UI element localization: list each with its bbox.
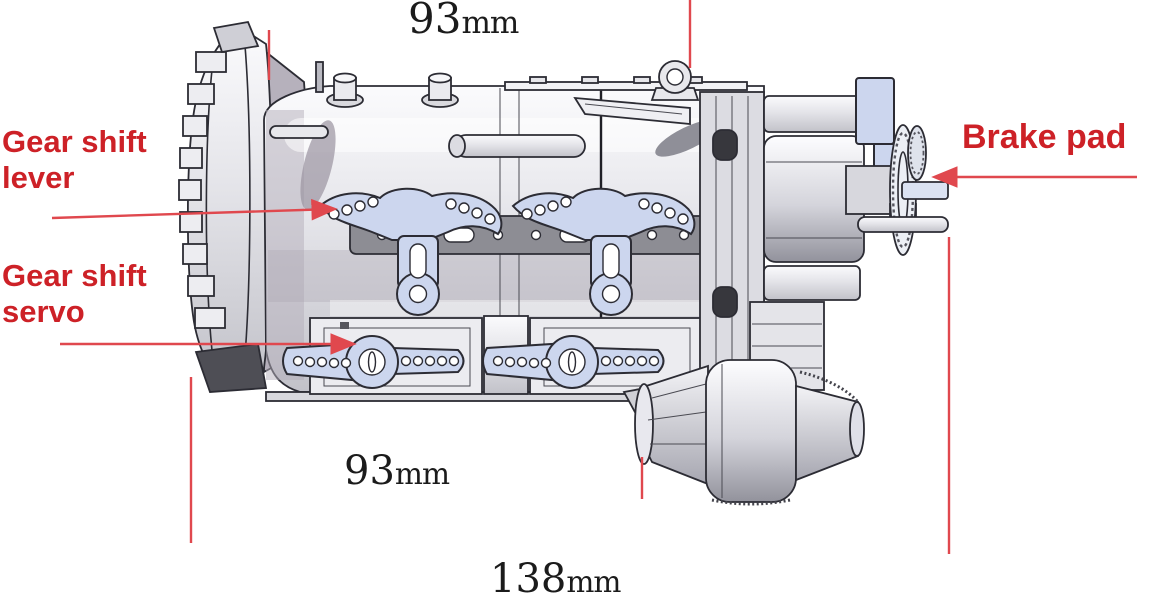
flange-foot	[194, 342, 268, 393]
annotation-lines	[51, 0, 1137, 554]
lift-eyelet	[650, 60, 700, 101]
dimension-bottom-width: 93mm	[344, 448, 450, 494]
gear-shift-servo-horn	[282, 335, 465, 389]
o-ring-plug	[712, 286, 738, 318]
gear-shift-lever-plate	[318, 187, 503, 316]
output-shaft-lower	[857, 216, 949, 233]
clutch-drum	[622, 359, 865, 506]
top-stud	[421, 72, 459, 108]
brake-assembly	[845, 77, 949, 256]
gear-shift-lever-label: Gear shift lever	[2, 124, 147, 195]
top-rail	[504, 81, 748, 91]
o-ring-plug	[712, 129, 738, 161]
side-cylinder	[448, 134, 586, 158]
gear-shift-servo-label: Gear shift servo	[2, 258, 147, 329]
flange-teeth	[178, 51, 227, 329]
small-pin	[315, 61, 324, 93]
flange-cap	[212, 20, 260, 54]
brake-bracket	[855, 77, 895, 145]
dimension-overall-length: 138mm	[490, 556, 621, 602]
left-pin	[269, 125, 329, 139]
wedge-slot	[573, 96, 691, 125]
top-stud	[326, 72, 364, 108]
dimension-top-width: 93mm	[408, 0, 519, 43]
output-housing	[699, 91, 865, 391]
lever-pointer-arrow	[51, 198, 338, 221]
output-shaft-upper	[901, 181, 949, 200]
top-details	[269, 60, 748, 158]
brake-pad-label: Brake pad	[962, 118, 1127, 156]
